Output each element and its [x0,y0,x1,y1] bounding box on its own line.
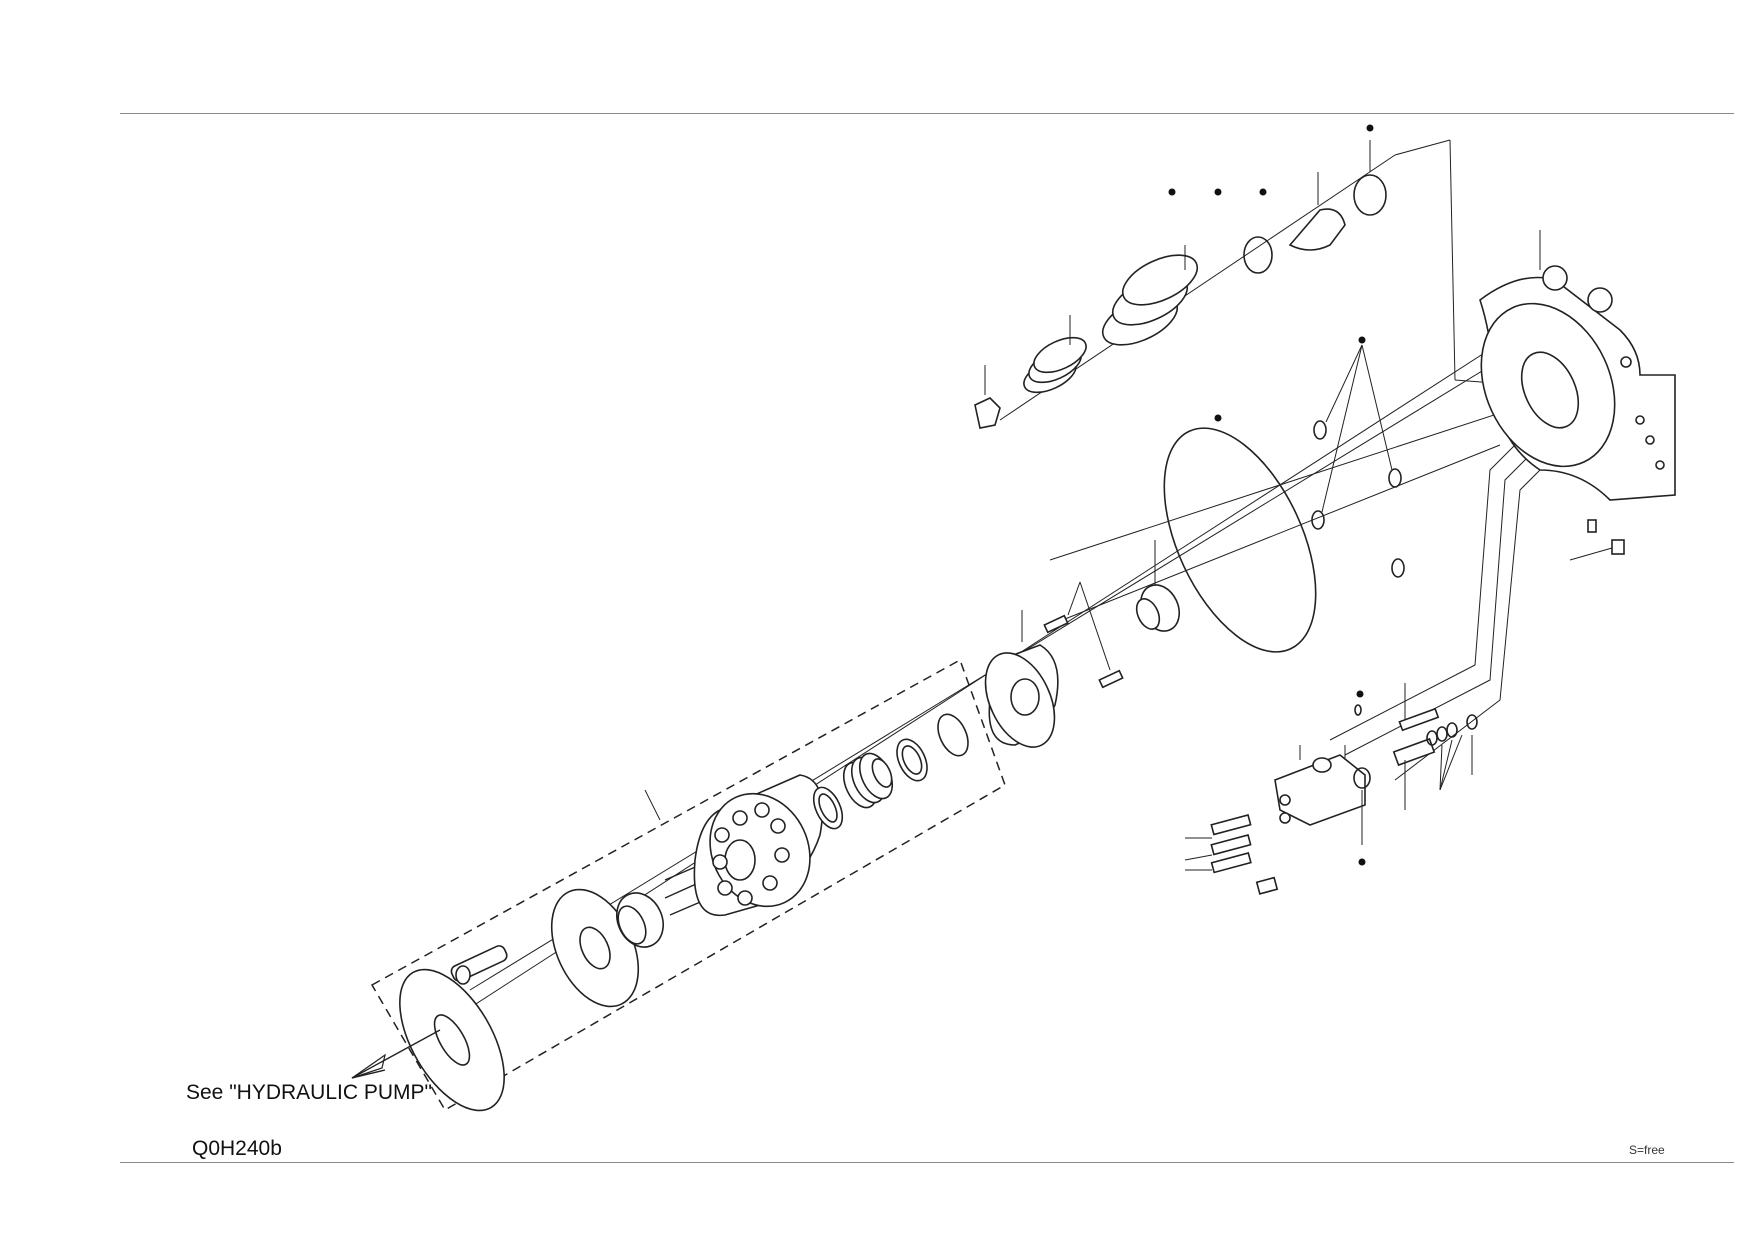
valve-plate [984,644,1059,748]
rotary-group-leader [644,789,661,821]
bottom-border-rule [120,1162,1734,1163]
drawing-code: Q0H240b [192,1137,282,1160]
circlip [937,713,969,757]
needle-bearing [1135,540,1181,632]
compensator-parts [974,124,1387,429]
small-o-rings [1311,336,1405,578]
top-border-rule [120,113,1734,114]
valve-block [1184,683,1478,895]
housing-plugs [1569,519,1625,561]
spring-set [842,752,894,809]
pump-housing [1479,230,1676,501]
large-o-ring [1163,414,1317,653]
valve-block-leader-lines [1329,439,1546,781]
dowel-pins [1021,581,1124,689]
rotary-group-dashed-box [370,658,1006,1112]
piston [450,945,508,985]
spherical-bushing [616,892,664,948]
thrust-plate [399,968,505,1112]
cylinder-block [693,774,824,917]
washer-2 [896,738,928,782]
washer-1 [812,786,844,830]
scale-note: S=free [1629,1143,1665,1157]
reference-arrow [351,1029,441,1079]
hydraulic-pump-reference-note: See "HYDRAULIC PUMP" [186,1081,432,1104]
